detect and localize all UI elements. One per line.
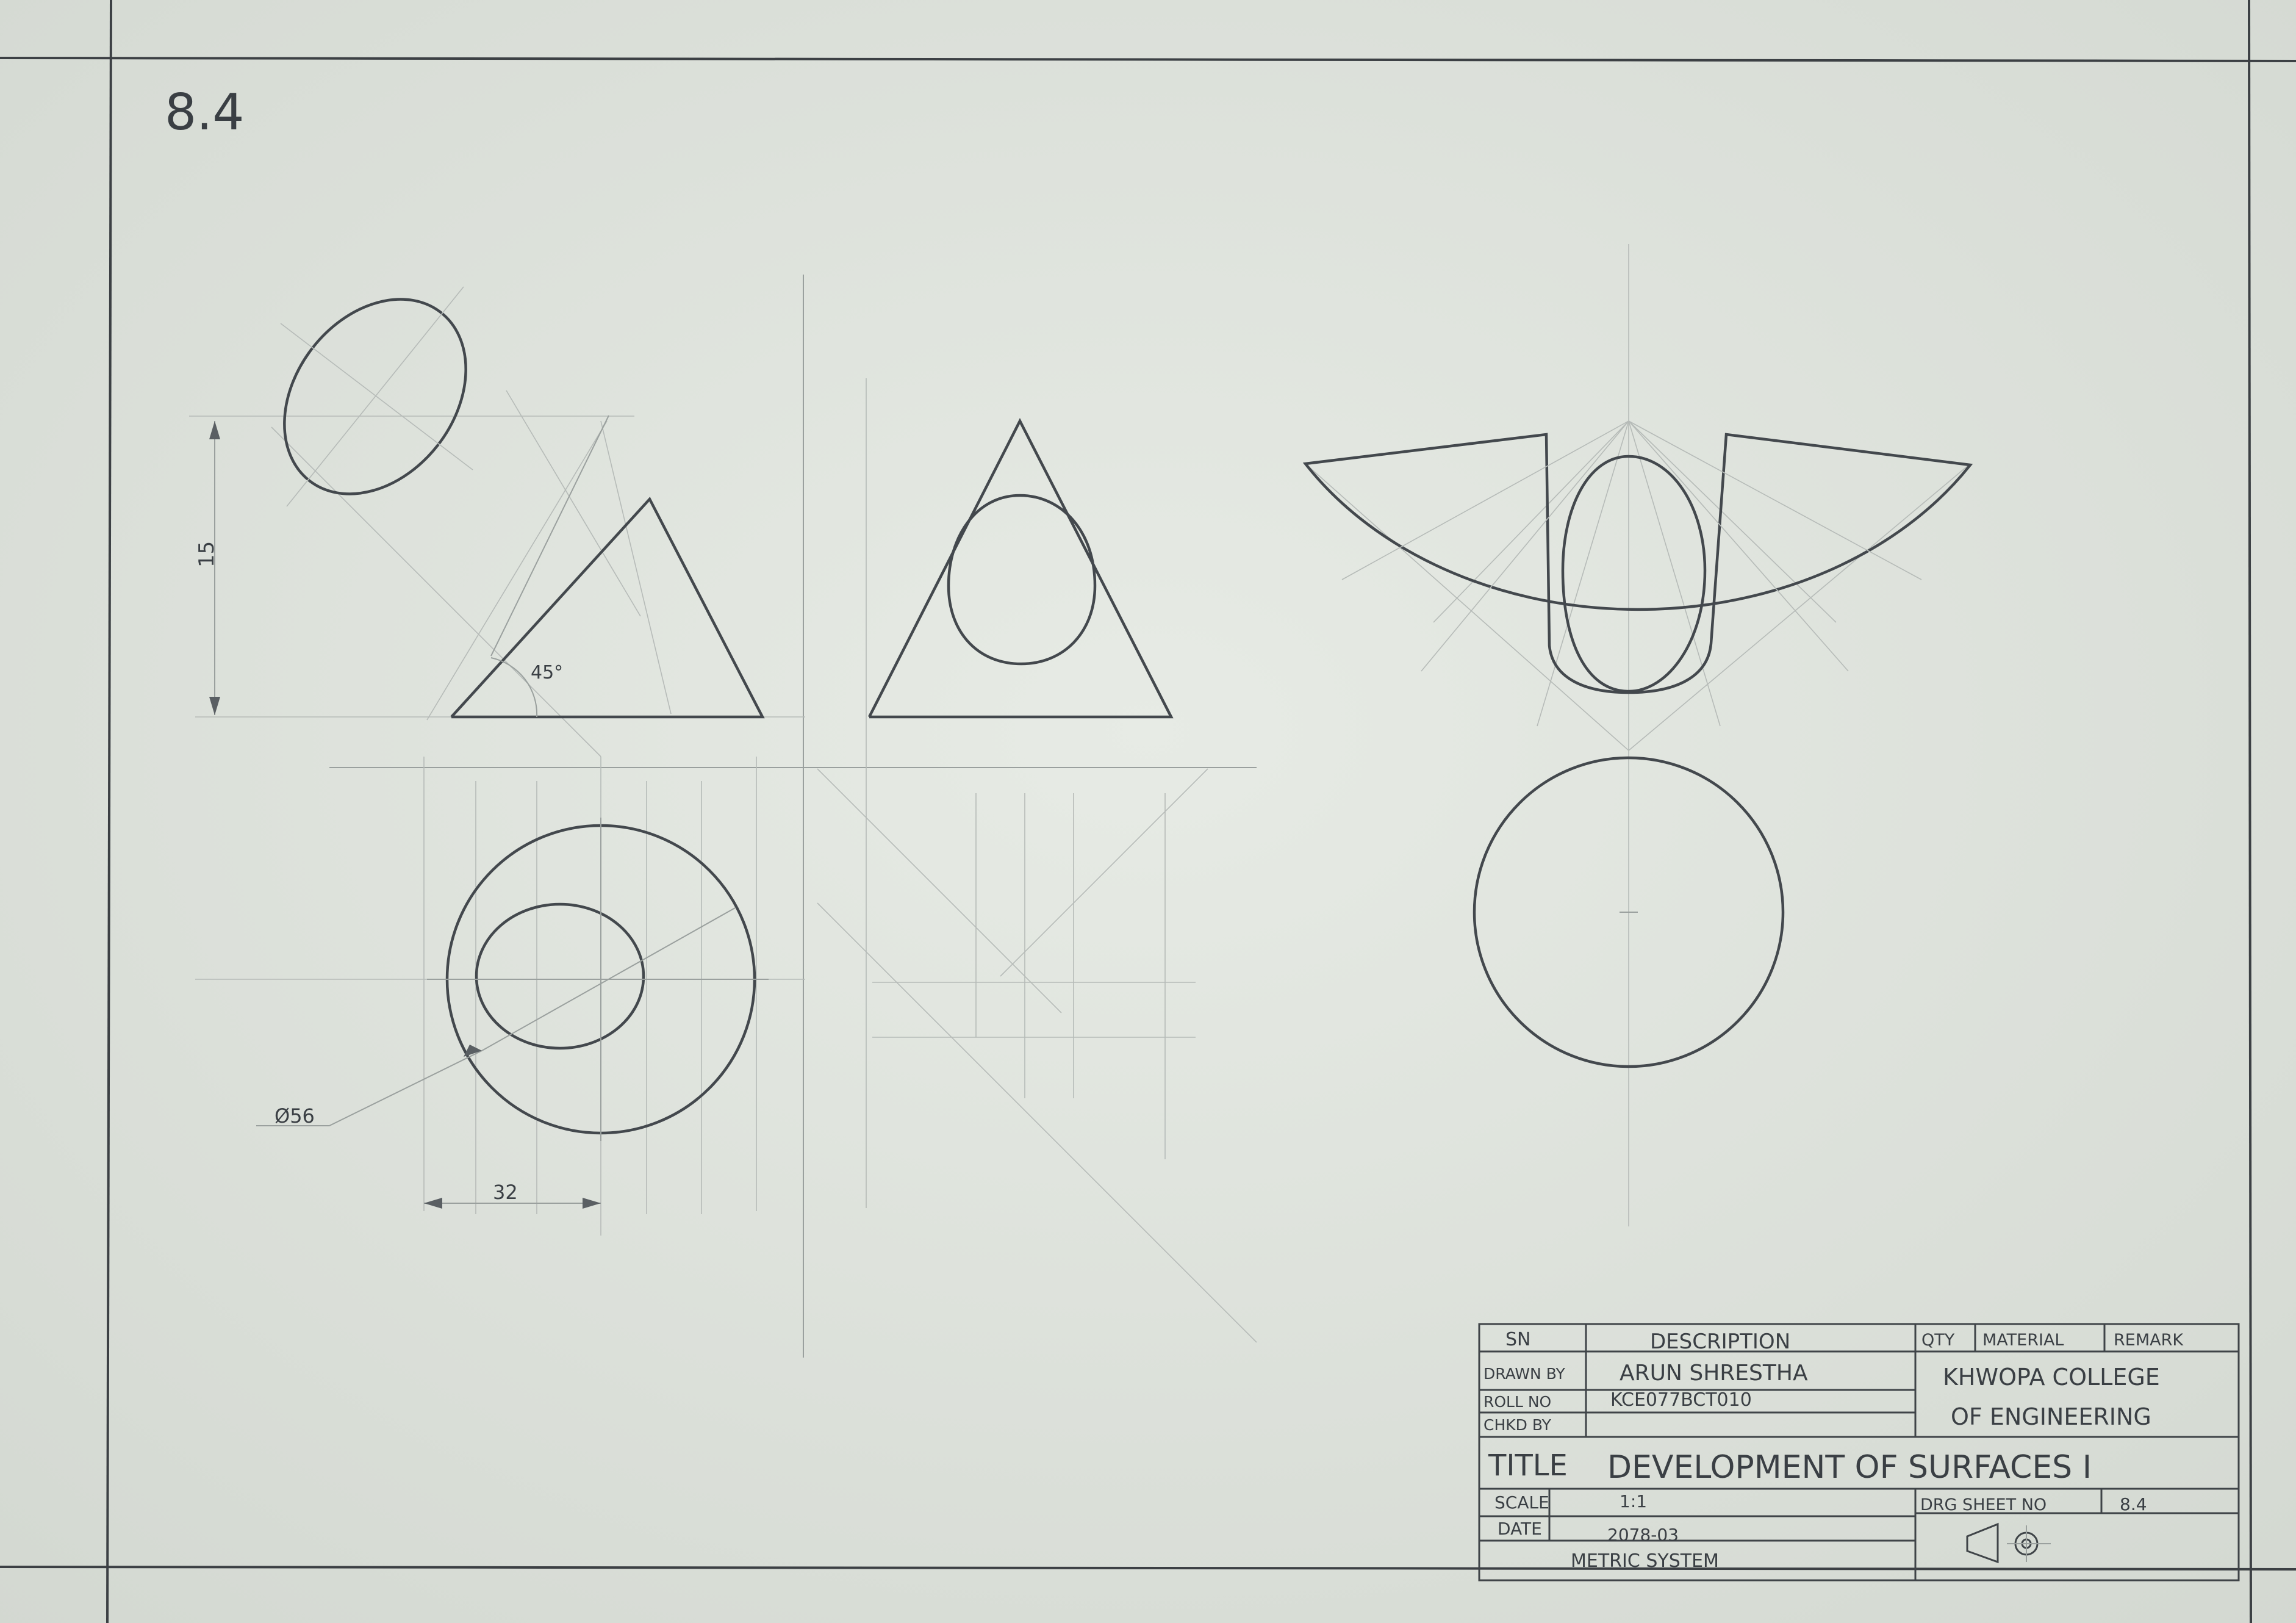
header-qty: QTY xyxy=(1921,1331,1955,1350)
title-block-text: SN DESCRIPTION QTY MATERIAL REMARK DRAWN… xyxy=(1483,1329,2184,1572)
front-view-cone: 45° xyxy=(450,415,765,719)
college-name-line2: OF ENGINEERING xyxy=(1951,1403,2151,1430)
sheet-number: 8.4 xyxy=(165,84,244,142)
header-material: MATERIAL xyxy=(1982,1331,2064,1350)
title-label: TITLE xyxy=(1488,1448,1568,1483)
drawing-sheet-number: 8.4 xyxy=(2120,1494,2147,1514)
drawing-sheet-label: DRG SHEET NO xyxy=(1920,1495,2047,1514)
height-dimension: 15 xyxy=(195,421,220,715)
base-dimension: 32 xyxy=(493,1181,518,1204)
title-block xyxy=(1478,1323,2240,1582)
header-remark: REMARK xyxy=(2114,1331,2184,1350)
development-base-circle xyxy=(1473,756,1785,1068)
date-value: 2078-03 xyxy=(1607,1525,1679,1545)
surface-development xyxy=(1302,420,1973,694)
header-sn: SN xyxy=(1505,1329,1530,1350)
top-view-cone: Ø56 32 xyxy=(256,818,769,1209)
drawn-by-value: ARUN SHRESTHA xyxy=(1620,1361,1808,1386)
roll-no-label: ROLL NO xyxy=(1483,1393,1551,1411)
angle-dimension: 45° xyxy=(531,662,563,683)
checked-by-label: CHKD BY xyxy=(1483,1416,1552,1434)
header-description: DESCRIPTION xyxy=(1650,1330,1790,1354)
height-dimension-label: 15 xyxy=(195,541,219,567)
measurement-system: METRIC SYSTEM xyxy=(1571,1550,1719,1572)
date-label: DATE xyxy=(1498,1519,1542,1539)
roll-no-value: KCE077BCT010 xyxy=(1610,1389,1752,1411)
scale-label: SCALE xyxy=(1494,1492,1549,1513)
diameter-dimension: Ø56 xyxy=(274,1104,315,1128)
side-view-cone xyxy=(867,418,1174,719)
drawn-by-label: DRAWN BY xyxy=(1483,1365,1565,1383)
scale-value: 1:1 xyxy=(1620,1491,1647,1511)
college-name-line1: KHWOPA COLLEGE xyxy=(1943,1364,2160,1391)
drawing-title: DEVELOPMENT OF SURFACES I xyxy=(1607,1449,2092,1486)
auxiliary-section-view xyxy=(280,286,473,507)
projection-symbol-icon xyxy=(1966,1522,2051,1564)
